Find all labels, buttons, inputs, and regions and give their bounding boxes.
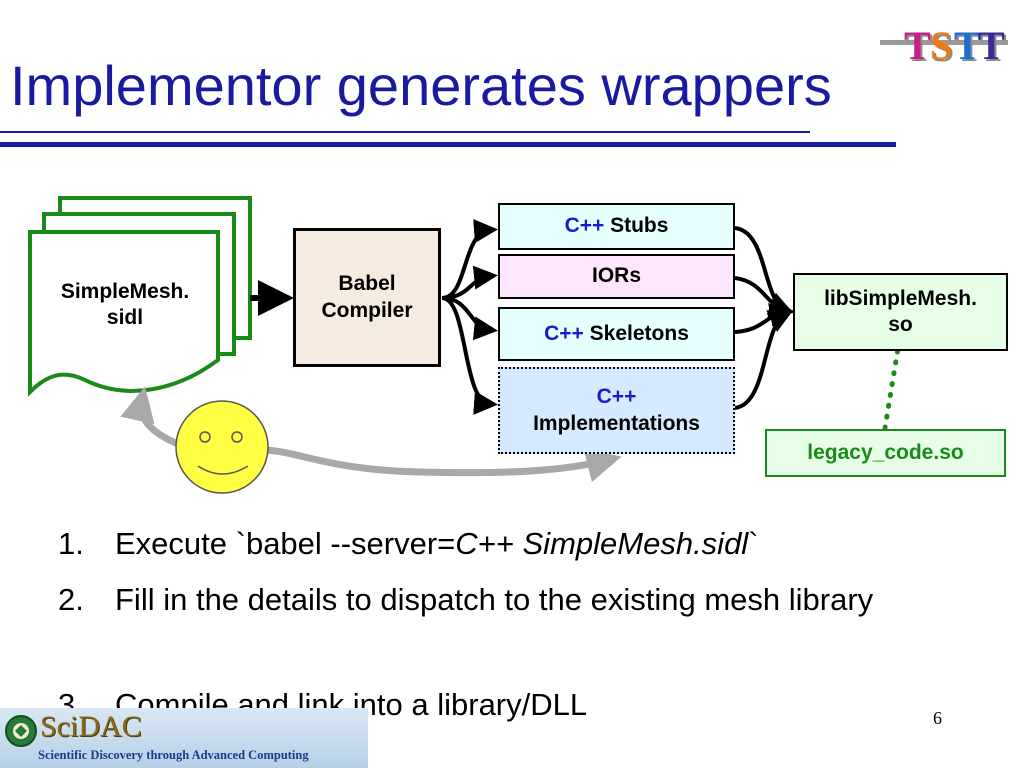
scidac-banner: SciDAC Scientific Discovery through Adva… [0, 708, 368, 768]
page-number: 6 [933, 708, 942, 728]
step-1-text-after: ` [748, 526, 759, 561]
sidl-file-label: SimpleMesh. sidl [32, 270, 218, 340]
implementations-cpp-prefix: C++ [596, 385, 637, 409]
tstt-logo: T S T T [880, 12, 1010, 66]
implementations-label: Implementations [533, 411, 700, 435]
step-2-number: 2. [58, 582, 84, 617]
step-1-number: 1. [58, 526, 84, 561]
step-1-text: Execute `babel --server=C++ SimpleMesh.s… [115, 524, 995, 564]
legacy-code-box: legacy_code.so [765, 429, 1006, 477]
babel-compiler-box: Babel Compiler [293, 228, 441, 367]
step-2: 2. Fill in the details to dispatch to th… [58, 580, 988, 670]
slide-title: Implementor generates wrappers [10, 54, 832, 117]
title-rule-thin [0, 131, 810, 133]
skeletons-box: C++ Skeletons [498, 307, 735, 361]
iors-box: IORs [498, 254, 735, 299]
step-2-text: Fill in the details to dispatch to the e… [115, 582, 874, 617]
feedback-arrow-to-impls [265, 446, 622, 483]
feedback-arrow-to-sidl [120, 386, 180, 448]
sidl-file-line2: sidl [106, 306, 144, 329]
lib-line2: so [888, 313, 913, 336]
stubs-cpp-prefix: C++ [564, 214, 605, 238]
babel-line1: Babel [338, 272, 396, 296]
step-1-text-italic: C++ SimpleMesh.sidl [455, 526, 749, 561]
skeletons-label: Skeletons [583, 321, 689, 345]
stubs-box: C++ Stubs [498, 203, 735, 250]
dotted-link-legacy-to-lib [882, 333, 903, 431]
doe-seal-icon [5, 715, 37, 747]
logo-letter-t2: T [954, 23, 981, 68]
stubs-label: Stubs [604, 214, 669, 238]
skeletons-cpp-prefix: C++ [544, 321, 584, 345]
babel-fanout-arrows [441, 219, 498, 415]
iors-label: IORs [591, 264, 641, 288]
lib-simplemesh-box: libSimpleMesh. so [793, 273, 1008, 351]
logo-letter-t3: T [978, 23, 1005, 68]
step-1-text-before: Execute `babel --server= [115, 526, 456, 561]
babel-line2: Compiler [321, 298, 413, 322]
legacy-label: legacy_code.so [807, 440, 964, 464]
logo-letter-s: S [930, 23, 953, 68]
sidl-document-stack [28, 196, 252, 397]
step-1: 1. Execute `babel --server=C++ SimpleMes… [58, 524, 988, 568]
logo-underline [880, 40, 1008, 45]
sidl-page-front [28, 230, 220, 397]
scidac-name: SciDAC [40, 710, 142, 743]
library-fanin-arrows [734, 226, 794, 410]
logo-letter-t1: T [904, 23, 931, 68]
title-rule-thick [0, 142, 896, 147]
smiley-face-icon [175, 400, 269, 494]
lib-line1: libSimpleMesh. [824, 286, 977, 310]
sidl-file-line1: SimpleMesh. [60, 279, 190, 303]
scidac-tagline: Scientific Discovery through Advanced Co… [38, 748, 309, 762]
implementations-box: C++ Implementations [498, 367, 735, 454]
